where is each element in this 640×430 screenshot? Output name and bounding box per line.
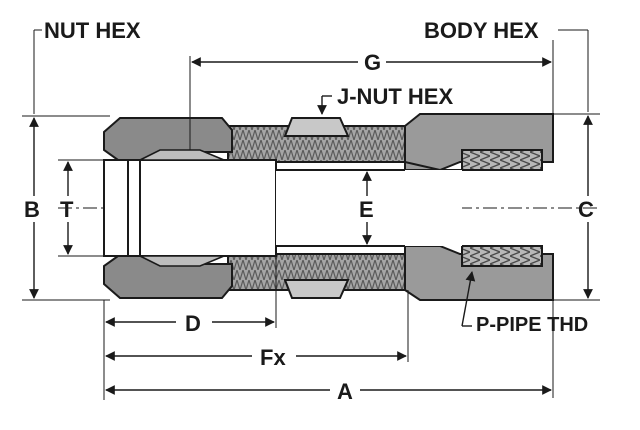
bore <box>276 170 462 246</box>
c-label: C <box>578 197 594 222</box>
a-label: A <box>337 379 353 404</box>
j-nut-hex-upper <box>283 117 350 137</box>
b-label: B <box>24 197 40 222</box>
j-nut-hex-label: J-NUT HEX <box>337 84 454 109</box>
p-pipe-thd-label: P-PIPE THD <box>476 314 589 336</box>
body-hex-label: BODY HEX <box>424 18 539 43</box>
front-ferrule-lower <box>139 255 225 267</box>
d-label: D <box>185 311 201 336</box>
tube <box>103 159 277 257</box>
front-ferrule-upper <box>139 149 225 161</box>
dimension-lines <box>29 57 593 395</box>
extension-lines <box>22 29 600 400</box>
e-label: E <box>359 197 374 222</box>
nut-hex-label: NUT HEX <box>44 18 141 43</box>
fx-label: Fx <box>260 345 286 370</box>
t-label: T <box>60 197 74 222</box>
j-nut-hex-lower <box>283 279 350 299</box>
g-label: G <box>364 50 382 75</box>
